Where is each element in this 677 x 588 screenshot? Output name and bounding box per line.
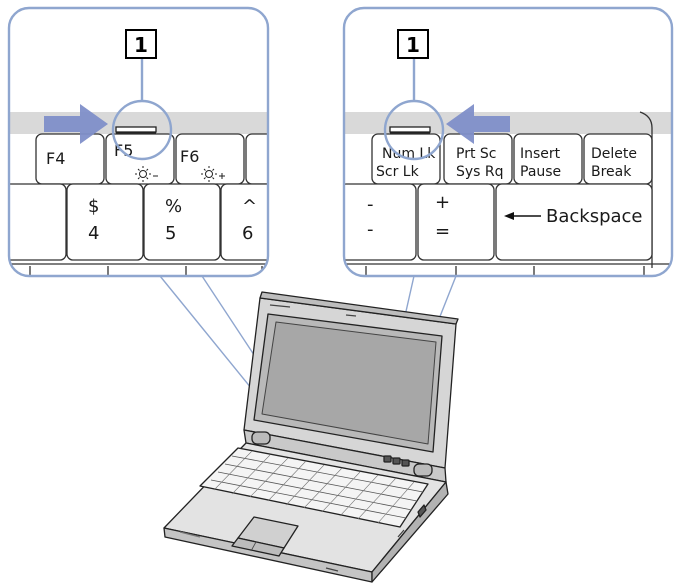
key-4-top-label: $ — [88, 196, 99, 217]
key-plus — [417, 183, 495, 261]
key-6-bottom-label: 6 — [242, 223, 253, 244]
key-f6-label: F6 — [180, 147, 199, 166]
left-callout: F4 F5 F6 — [7, 6, 270, 278]
arrow-left-icon — [446, 104, 510, 144]
key-5 — [143, 183, 221, 261]
right-callout-frame — [342, 6, 674, 278]
key-4-bottom-label: 4 — [88, 223, 99, 244]
key-plus-top-label: + — [435, 192, 450, 213]
key-delete-label-2: Break — [591, 164, 632, 180]
key-prtsc-label-1: Prt Sc — [456, 146, 496, 162]
key-6 — [220, 183, 268, 261]
key-backspace-label: Backspace — [546, 206, 643, 227]
key-f4-label: F4 — [46, 149, 65, 168]
key-minus-bottom-label: - — [367, 219, 374, 240]
callout-number-badge — [125, 29, 157, 59]
laptop-keyboard — [199, 447, 429, 528]
backspace-arrow-icon — [504, 212, 541, 220]
key-plus-bottom-label: = — [435, 221, 450, 242]
key-delete-label-1: Delete — [591, 146, 637, 162]
key-5-bottom-label: 5 — [165, 223, 176, 244]
callout-number-label: 1 — [406, 33, 420, 57]
left-callout-frame — [7, 6, 270, 278]
key-4 — [66, 183, 144, 261]
key-numlk-label-2: Scr Lk — [376, 164, 420, 180]
key-minus — [344, 183, 417, 261]
indicator-lamp — [115, 126, 157, 133]
key-insert-label-2: Pause — [520, 164, 561, 180]
indicator-lamp — [389, 126, 431, 133]
key-6-top-label: ^ — [242, 196, 257, 217]
function-key-row — [35, 133, 268, 185]
callout-number-label: 1 — [134, 33, 148, 57]
key-insert-label-1: Insert — [520, 146, 561, 162]
key-f7 — [245, 133, 268, 185]
number-key-row — [9, 183, 268, 261]
laptop-illustration — [163, 291, 459, 583]
right-callout: Num Lk Scr Lk Prt Sc Sys Rq Insert Pause… — [342, 6, 674, 278]
brightness-up-icon — [201, 166, 225, 182]
number-key-row — [344, 183, 653, 261]
key-backspace — [495, 183, 653, 261]
callout-number-badge — [397, 29, 429, 59]
key-f4 — [35, 133, 105, 185]
brightness-down-icon — [135, 166, 158, 182]
key-prtsc-label-2: Sys Rq — [456, 164, 504, 180]
key-3 — [9, 183, 67, 261]
arrow-right-icon — [44, 104, 108, 144]
key-minus-top-label: - — [367, 194, 374, 215]
key-5-top-label: % — [165, 196, 182, 217]
